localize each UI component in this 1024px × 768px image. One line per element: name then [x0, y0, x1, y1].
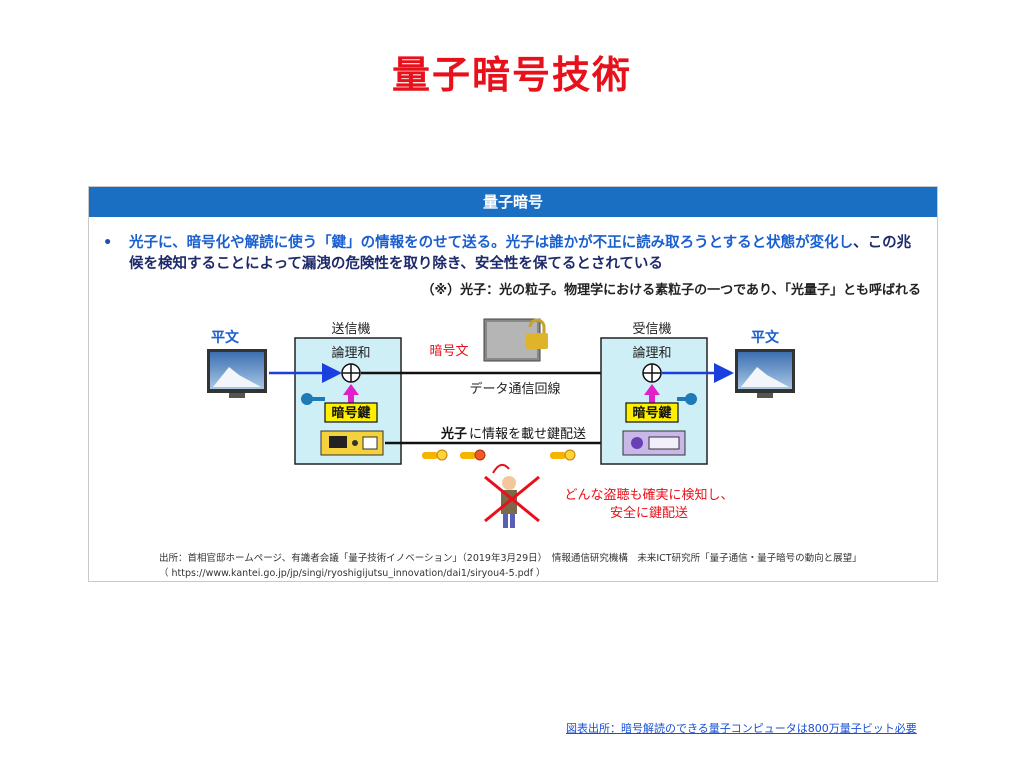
xor-left-icon [341, 363, 361, 383]
key-up-arrow-right [644, 384, 660, 403]
photon-note: （※）光子：光の粒子。物理学における素粒子の一つであり、「光量子」とも呼ばれる [421, 283, 922, 298]
plaintext-right-label: 平文 [751, 329, 780, 346]
forbidden-cross-icon [484, 475, 540, 523]
key-right-label: 暗号鍵 [632, 405, 671, 421]
bullet-part3: 、この兆候を検知することによって漏洩の危険性を取り除き、安全性を保てるとされてい… [129, 235, 912, 272]
key-up-arrow-left [343, 384, 359, 403]
eavesdrop-line2: 安全に鍵配送 [610, 505, 688, 521]
monitor-left-icon [207, 349, 267, 398]
monitor-right-icon [735, 349, 795, 398]
key-left-icon [301, 393, 325, 405]
eavesdrop-line1: どんな盗聴も確実に検知し、 [564, 487, 733, 503]
panel-header: 量子暗号 [89, 187, 937, 217]
photon-label-rest: に情報を載せ鍵配送 [469, 426, 586, 442]
key-right-box [625, 402, 679, 423]
receiver-label: 受信機 [632, 322, 671, 337]
key-left-box [324, 402, 378, 423]
xor-left-label: 論理和 [331, 345, 370, 361]
photon-particles [422, 449, 576, 461]
bullet-dot: • [103, 235, 113, 251]
ciphertext-label: 暗号文 [429, 344, 468, 359]
data-line-label: データ通信回線 [469, 381, 560, 397]
plaintext-left-label: 平文 [211, 329, 240, 346]
sender-label: 送信機 [331, 322, 370, 337]
detector-device-right-icon [622, 430, 686, 456]
xor-right-label: 論理和 [632, 345, 671, 361]
source-line1: 出所：首相官邸ホームページ、有識者会議「量子技術イノベーション」（2019年3月… [159, 553, 862, 564]
key-right-icon [677, 393, 697, 405]
photon-label-bold: 光子 [440, 426, 467, 442]
key-left-label: 暗号鍵 [331, 405, 370, 421]
bullet-text: • 光子に、暗号化や解読に使う「鍵」の情報をのせて送る。光子は誰かが不正に読み取… [103, 233, 923, 275]
bullet-part1: 光子に、暗号化や解読に使う「鍵」の情報をのせて送る。 [129, 235, 506, 251]
figure-source-link[interactable]: 図表出所：暗号解読のできる量子コンピュータは800万量子ビット必要 [566, 722, 917, 735]
laser-device-left-icon [320, 430, 384, 456]
qkd-diagram: 平文 送信機 論理和 暗号鍵 [207, 318, 795, 528]
xor-right-icon [642, 363, 662, 383]
source-line2: （ https://www.kantei.go.jp/jp/singi/ryos… [159, 568, 546, 579]
ciphertext-lock-icon [483, 318, 548, 362]
bullet-part2: 光子は誰かが不正に読み取ろうとすると状態が変化し [505, 235, 854, 251]
source-citation: 出所：首相官邸ホームページ、有識者会議「量子技術イノベーション」（2019年3月… [159, 551, 862, 581]
quantum-crypto-panel: 量子暗号 • 光子に、暗号化や解読に使う「鍵」の情報をのせて送る。光子は誰かが不… [88, 186, 938, 582]
page-title: 量子暗号技術 [391, 53, 632, 97]
